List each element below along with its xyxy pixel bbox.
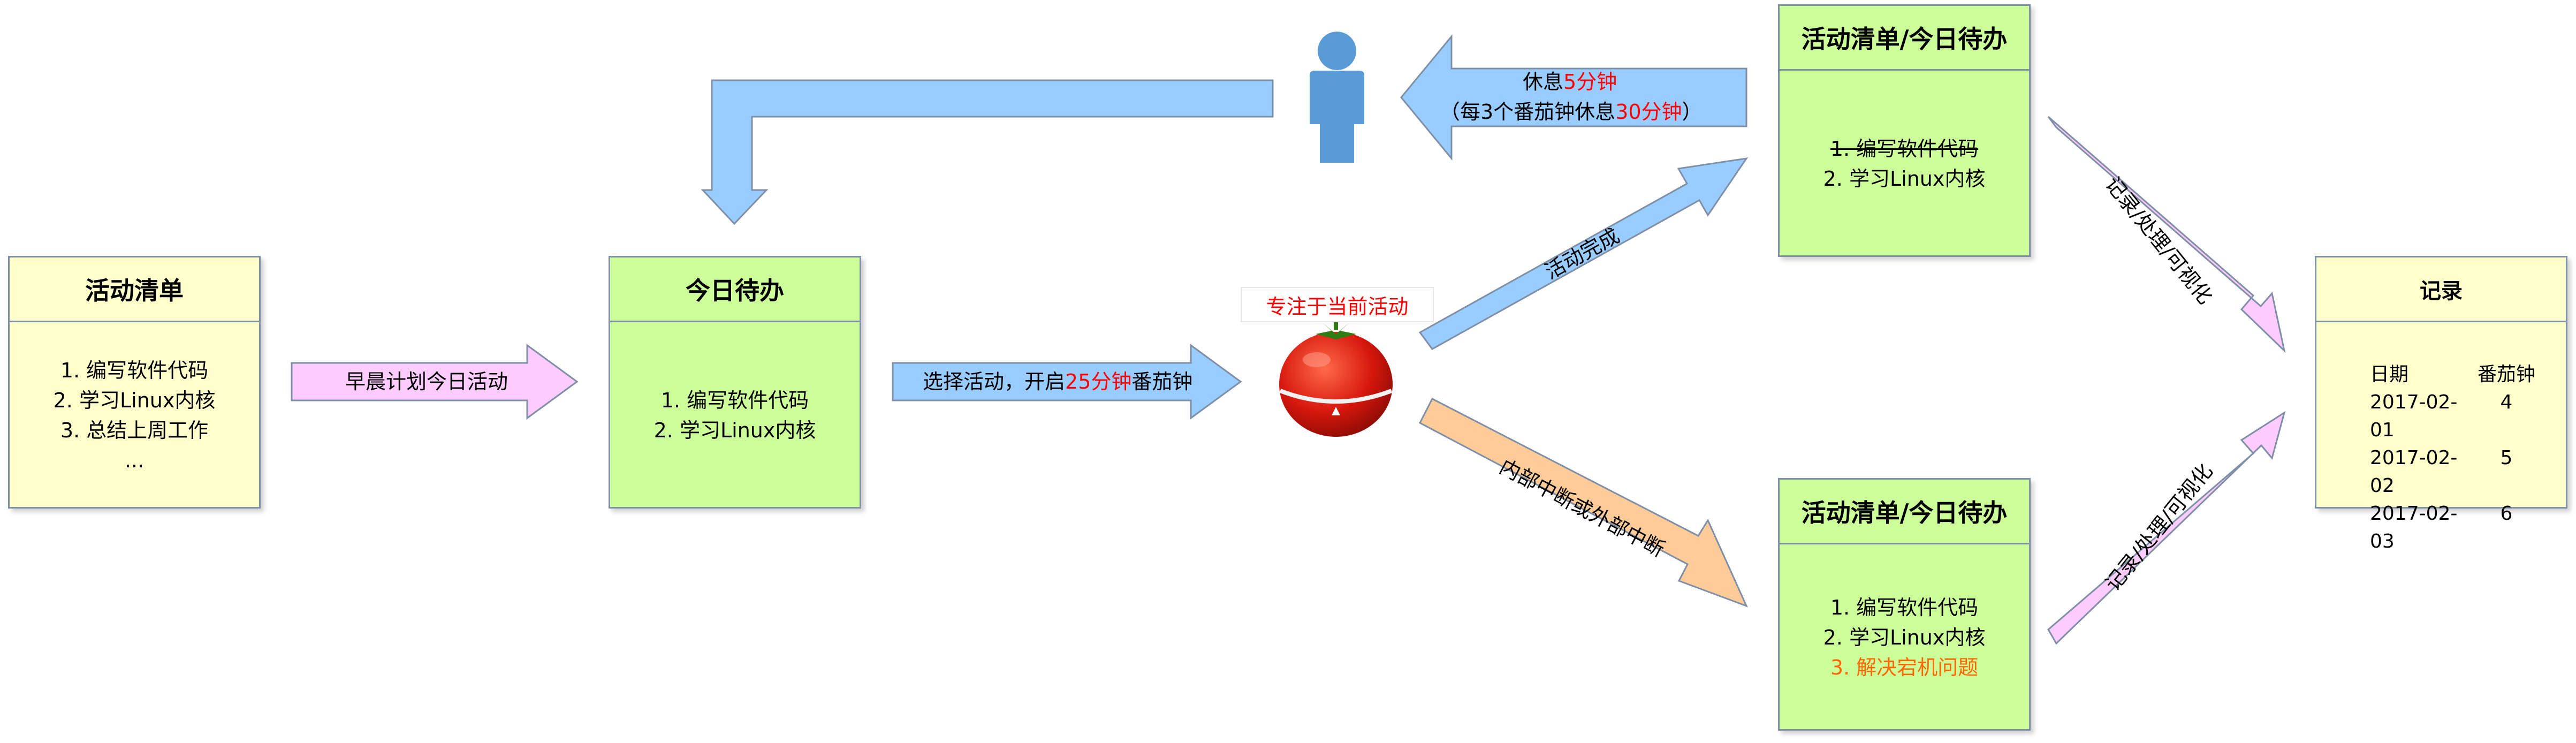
table-row: 2017-02-02 5 bbox=[2370, 444, 2536, 500]
list-item: ... bbox=[124, 449, 145, 472]
today-todo-box: 今日待办 1. 编写软件代码 2. 学习Linux内核 bbox=[609, 256, 861, 509]
cell-date: 2017-02-03 bbox=[2370, 503, 2458, 552]
activity-done-arrow bbox=[1418, 157, 1749, 350]
activity-list-title: 活动清单 bbox=[10, 257, 259, 322]
rest-label-pre: 休息 bbox=[1523, 70, 1564, 94]
tomato-timer-icon bbox=[1279, 318, 1393, 437]
select-activity-arrow bbox=[892, 344, 1242, 420]
list-item: 2. 学习Linux内核 bbox=[1823, 167, 1986, 191]
table-header: 日期 番茄钟 bbox=[2370, 361, 2536, 389]
rest-arrow bbox=[1400, 34, 1747, 161]
list-item: 1. 编写软件代码 bbox=[60, 359, 209, 382]
list-item: 1. 编写软件代码 bbox=[660, 389, 809, 412]
list-item-new-task: 3. 解决宕机问题 bbox=[1830, 656, 1979, 679]
cell-date: 2017-02-01 bbox=[2370, 391, 2458, 441]
column-header-pomodoro: 番茄钟 bbox=[2477, 363, 2535, 385]
record-bottom-arrow bbox=[2047, 411, 2286, 645]
today-todo-title: 今日待办 bbox=[610, 257, 860, 322]
column-header-date: 日期 bbox=[2370, 363, 2409, 385]
record-top-arrow bbox=[2047, 116, 2286, 353]
select-activity-label: 选择活动，开启25分钟番茄钟 bbox=[923, 372, 1192, 392]
select-label-pre: 选择活动，开启 bbox=[923, 370, 1066, 393]
record-title: 记录 bbox=[2316, 257, 2566, 322]
cell-count: 5 bbox=[2500, 447, 2513, 469]
activity-list-box: 活动清单 1. 编写软件代码 2. 学习Linux内核 3. 总结上周工作 ..… bbox=[8, 256, 261, 509]
today-todo-items: 1. 编写软件代码 2. 学习Linux内核 bbox=[610, 322, 860, 509]
list-item: 2. 学习Linux内核 bbox=[1823, 626, 1986, 649]
list-item: 3. 总结上周工作 bbox=[60, 419, 209, 442]
select-label-post: 番茄钟 bbox=[1131, 370, 1193, 393]
table-row: 2017-02-01 4 bbox=[2370, 389, 2536, 444]
done-state-items: 1. 编写软件代码 2. 学习Linux内核 bbox=[1780, 71, 2029, 257]
rest-long-duration: 30分钟 bbox=[1615, 100, 1682, 124]
return-arrow bbox=[701, 79, 1274, 225]
record-table: 日期 番茄钟 2017-02-01 4 2017-02-02 5 2017-02… bbox=[2370, 361, 2536, 556]
interrupt-state-items: 1. 编写软件代码 2. 学习Linux内核 3. 解决宕机问题 bbox=[1780, 544, 2029, 731]
rest-long-post: ） bbox=[1682, 100, 1703, 124]
person-icon bbox=[1310, 32, 1364, 163]
morning-plan-label: 早晨计划今日活动 bbox=[345, 370, 508, 393]
cell-count: 6 bbox=[2500, 503, 2513, 525]
cell-date: 2017-02-02 bbox=[2370, 447, 2458, 497]
focus-note: 专注于当前活动 bbox=[1241, 287, 1434, 322]
activity-list-items: 1. 编写软件代码 2. 学习Linux内核 3. 总结上周工作 ... bbox=[10, 322, 259, 509]
rest-long-pre: （每3个番茄钟休息 bbox=[1440, 100, 1616, 124]
list-item: 1. 编写软件代码 bbox=[1830, 596, 1979, 619]
record-box: 记录 bbox=[2315, 256, 2567, 509]
select-label-duration: 25分钟 bbox=[1065, 370, 1132, 393]
rest-label: 休息5分钟 bbox=[1523, 72, 1617, 92]
done-state-title: 活动清单/今日待办 bbox=[1780, 6, 2029, 71]
interrupt-state-title: 活动清单/今日待办 bbox=[1780, 480, 2029, 544]
table-row: 2017-02-03 6 bbox=[2370, 500, 2536, 556]
list-item: 2. 学习Linux内核 bbox=[53, 389, 216, 412]
done-state-box: 活动清单/今日待办 1. 编写软件代码 2. 学习Linux内核 bbox=[1778, 4, 2031, 257]
rest-long-label: （每3个番茄钟休息30分钟） bbox=[1440, 102, 1703, 122]
rest-label-duration: 5分钟 bbox=[1563, 70, 1617, 94]
interrupt-arrow bbox=[1418, 397, 1748, 608]
list-item: 2. 学习Linux内核 bbox=[654, 419, 816, 442]
list-item-completed: 1. 编写软件代码 bbox=[1830, 137, 1979, 161]
interrupt-state-box: 活动清单/今日待办 1. 编写软件代码 2. 学习Linux内核 3. 解决宕机… bbox=[1778, 478, 2031, 731]
cell-count: 4 bbox=[2500, 391, 2513, 413]
morning-plan-arrow bbox=[291, 344, 579, 420]
